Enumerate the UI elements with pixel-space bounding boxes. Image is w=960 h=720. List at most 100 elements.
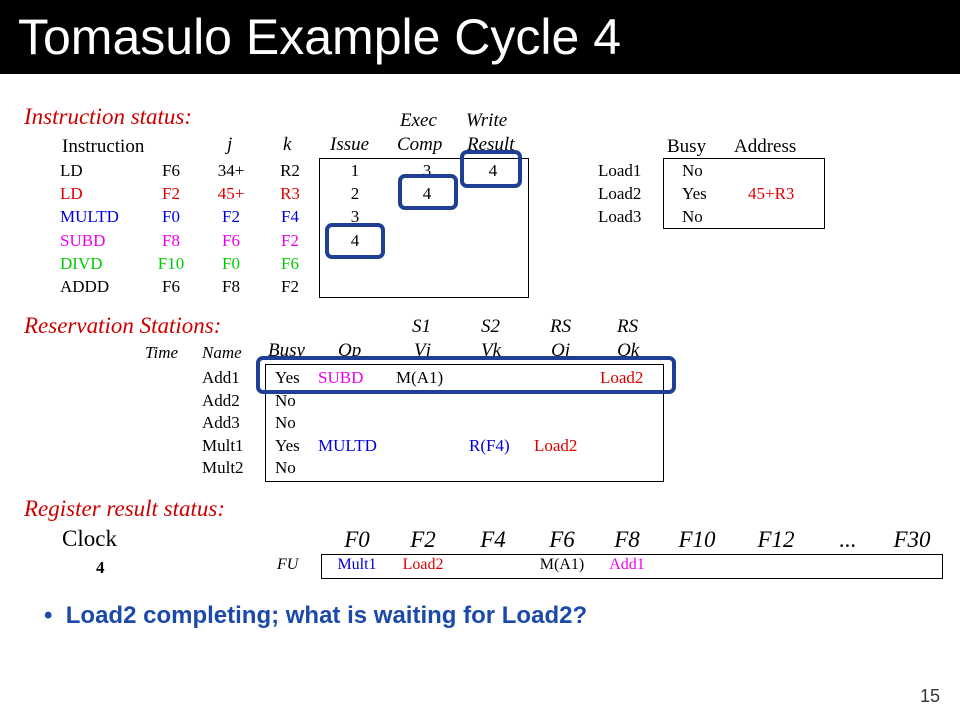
instruction-status-box [319, 158, 529, 298]
highlight-load2-exec [398, 174, 458, 210]
register-status-box [321, 554, 943, 579]
rs-qk: Load2 [600, 368, 644, 387]
load-buffer-busy: Yes [682, 184, 707, 203]
instruction-status-label: Instruction status: [24, 104, 193, 129]
rs-name: Mult2 [202, 458, 244, 477]
rs-qj: Load2 [534, 436, 578, 455]
exec-cycle: 4 [422, 184, 432, 203]
instruction-j: F2 [162, 184, 180, 203]
reservation-stations-box [265, 364, 664, 482]
register-header: F10 [678, 527, 716, 552]
instruction-k: 34+ [217, 161, 245, 180]
exec-cycle: 3 [422, 161, 432, 180]
rs-name: Add3 [202, 413, 240, 432]
load-buffer-box [663, 158, 825, 229]
instruction-k: F6 [222, 231, 240, 250]
register-value: Mult1 [337, 556, 377, 573]
header-s2: S2 [481, 316, 500, 337]
register-header: F4 [480, 527, 506, 552]
instruction-reg: F2 [281, 231, 299, 250]
highlight-subd-issue [325, 223, 385, 259]
register-header: F12 [757, 527, 795, 552]
rs-name: Mult1 [202, 436, 244, 455]
instruction-k: F0 [222, 254, 240, 273]
instruction-op: ADDD [60, 277, 110, 296]
bullet-marker: • [44, 602, 53, 629]
header-k: k [283, 134, 292, 155]
instruction-op: SUBD [60, 231, 106, 250]
register-value: Load2 [402, 556, 444, 573]
rs-busy: Yes [275, 368, 300, 387]
instruction-reg: R3 [280, 184, 300, 203]
header-rs2: RS [617, 316, 639, 337]
instruction-reg: F6 [281, 254, 299, 273]
instruction-op: MULTD [60, 207, 119, 226]
header-issue: Issue [330, 134, 370, 155]
slide-title: Tomasulo Example Cycle 4 [18, 9, 622, 65]
highlight-load1-write [460, 150, 522, 188]
register-header: F6 [549, 527, 575, 552]
instruction-reg: F2 [281, 277, 299, 296]
instruction-j: F6 [162, 277, 180, 296]
rs-vj: M(A1) [396, 368, 444, 387]
rs-op: SUBD [318, 368, 364, 387]
register-header: F2 [410, 527, 436, 552]
header-s1: S1 [412, 316, 431, 337]
bullet-point: • Load2 completing; what is waiting for … [44, 602, 587, 630]
register-status-label: Register result status: [24, 496, 226, 521]
rs-busy: Yes [275, 436, 300, 455]
load-buffer-name: Load1 [598, 161, 642, 180]
instruction-j: F6 [162, 161, 180, 180]
register-value: M(A1) [539, 556, 585, 573]
rs-busy: No [275, 391, 296, 410]
instruction-op: LD [60, 184, 83, 203]
load-buffer-busy: No [682, 161, 703, 180]
header-rs-busy: Busy [268, 340, 305, 361]
rs-name: Add2 [202, 391, 240, 410]
rs-name: Add1 [202, 368, 240, 387]
instruction-k: 45+ [217, 184, 245, 203]
header-qj: Qj [551, 340, 570, 361]
issue-cycle: 1 [350, 161, 360, 180]
instruction-j: F10 [157, 254, 185, 273]
header-busy-load: Busy [667, 136, 707, 157]
instruction-k: F8 [222, 277, 240, 296]
header-vk: Vk [481, 340, 502, 361]
load-buffer-address: 45+R3 [748, 184, 795, 203]
write-cycle: 4 [488, 161, 498, 180]
rs-op: MULTD [318, 436, 377, 455]
issue-cycle: 2 [350, 184, 360, 203]
register-value: Add1 [609, 556, 645, 573]
instruction-reg: R2 [280, 161, 300, 180]
page-number: 15 [920, 686, 941, 706]
header-comp: Comp [397, 134, 443, 155]
instruction-op: DIVD [60, 254, 103, 273]
instruction-j: F0 [162, 207, 180, 226]
header-exec: Exec [400, 110, 437, 131]
load-buffer-busy: No [682, 207, 703, 226]
rs-vk: R(F4) [469, 436, 510, 455]
highlight-add1-row [256, 356, 676, 394]
header-name: Name [202, 343, 242, 362]
issue-cycle: 4 [350, 231, 360, 250]
register-header: F0 [344, 527, 370, 552]
instruction-k: F2 [222, 207, 240, 226]
title-bar: Tomasulo Example Cycle 4 [0, 0, 960, 74]
instruction-reg: F4 [281, 207, 299, 226]
load-buffer-name: Load2 [598, 184, 642, 203]
header-qk: Qk [617, 340, 640, 361]
header-vj: Vj [414, 340, 431, 361]
fu-label: FU [277, 556, 299, 573]
register-header: F30 [893, 527, 931, 552]
header-j: j [227, 134, 233, 155]
register-header: F8 [614, 527, 640, 552]
reservation-stations-label: Reservation Stations: [24, 313, 222, 338]
instruction-op: LD [60, 161, 83, 180]
header-op: Op [338, 340, 362, 361]
rs-busy: No [275, 458, 296, 477]
instruction-j: F8 [162, 231, 180, 250]
header-result: Result [467, 134, 515, 155]
register-header: ... [839, 527, 857, 552]
header-rs1: RS [550, 316, 572, 337]
header-time: Time [145, 343, 179, 362]
